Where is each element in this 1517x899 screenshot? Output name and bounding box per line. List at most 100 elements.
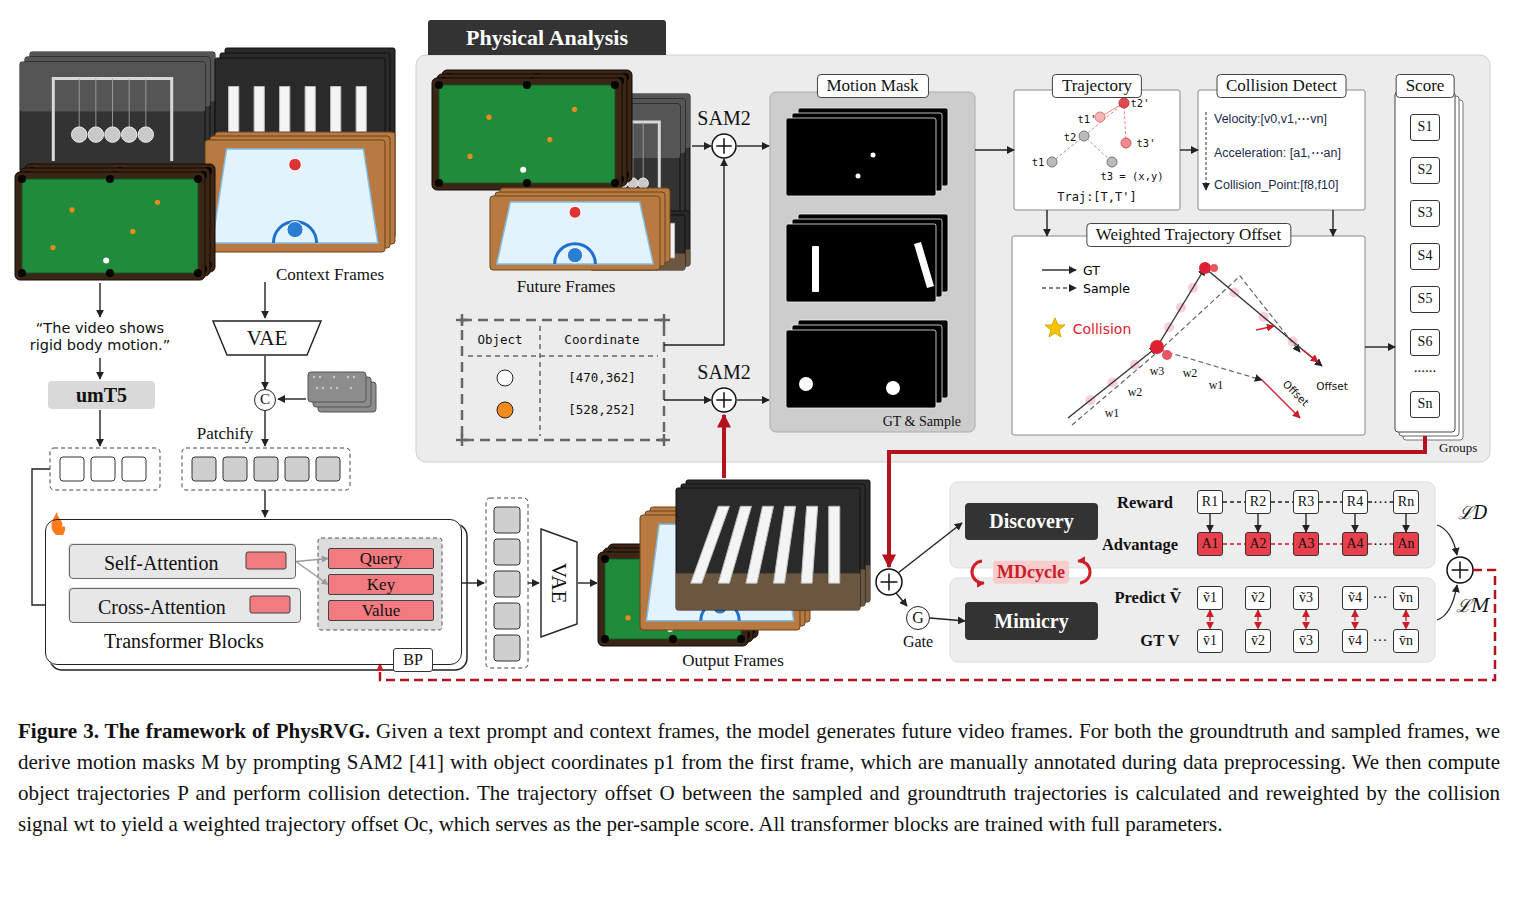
connector (1223, 543, 1245, 544)
connector (1209, 610, 1210, 629)
arrow (99, 358, 100, 379)
projection-box: Key (328, 574, 434, 595)
pool-ball (69, 207, 74, 212)
pool-ball (625, 615, 630, 620)
target-box: v̄n (1393, 629, 1419, 653)
advantage-box: An (1393, 532, 1419, 556)
node-title: S1 (1418, 119, 1433, 135)
cradle-string (112, 79, 113, 131)
noise-frame (308, 372, 366, 402)
pool-pocket (611, 179, 619, 187)
arrow (99, 283, 100, 317)
timeline-arrow (1206, 112, 1207, 190)
annotation-label: Offset (1280, 377, 1312, 409)
token-group (50, 448, 160, 490)
table-rule (468, 326, 658, 436)
node-title: Query (360, 549, 402, 569)
gt-trajectory (1157, 268, 1205, 347)
panel-box: Collision DetectVelocity:[v0,v1,⋯vn]Acce… (1198, 90, 1365, 210)
target-box: v̄3 (1293, 629, 1319, 653)
trapezoid-outline (541, 529, 577, 637)
annotation-label: t2 (1064, 131, 1077, 143)
pool-pocket (737, 635, 745, 643)
score-stack (1395, 92, 1455, 432)
cue-ball (520, 167, 526, 173)
connector (296, 559, 328, 562)
trajectory-point (1107, 157, 1117, 167)
panel-band: Motion MaskGT & SampleTrajectoryTraj:[T,… (416, 55, 1490, 462)
reward-box: R3 (1293, 490, 1319, 514)
node-title: Key (367, 575, 395, 595)
annotation-label: t2' (1131, 97, 1150, 109)
arrow (264, 490, 265, 517)
domino (774, 506, 796, 583)
output-token (494, 507, 520, 533)
sum-cross (881, 574, 898, 591)
loss-arrow (1437, 525, 1457, 555)
transformer-fill (45, 519, 462, 665)
panel-box: TrajectoryTraj:[T,T'] (1014, 90, 1180, 210)
arrow (692, 145, 711, 146)
node-title: An (1397, 536, 1414, 552)
mask-bar (812, 246, 819, 292)
advantage-box: A4 (1342, 532, 1368, 556)
connector (1405, 514, 1406, 532)
node-text: Groups (1439, 441, 1477, 456)
trapezoid-outline (213, 321, 321, 355)
legend-sample (1042, 287, 1076, 288)
hockey-goal (555, 244, 596, 264)
annotation-label: ℒD (1458, 503, 1487, 524)
node-text: Gate (903, 633, 933, 651)
pool-table-frame (20, 168, 210, 276)
connector (1319, 501, 1342, 502)
domino (718, 506, 751, 583)
annotation-label: Advantage (1102, 536, 1178, 555)
hockey-table (495, 192, 665, 266)
cradle-ball (88, 127, 103, 142)
annotation-label: w3 (1149, 365, 1166, 379)
node-title: Motion Mask (816, 74, 928, 98)
arrow (462, 582, 484, 583)
table-corner (456, 434, 468, 446)
panel-box: Weighted Trajectory Offset (1012, 236, 1365, 435)
object-marker (497, 402, 513, 418)
annotation-label: [528,252] (568, 403, 636, 417)
arrow (664, 399, 711, 400)
connector (1257, 514, 1258, 532)
node-title: v̄4 (1348, 633, 1362, 649)
node-title: S6 (1418, 334, 1433, 350)
connector-label: ··· (1372, 536, 1389, 553)
node-title: A1 (1201, 536, 1218, 552)
connector (1305, 610, 1306, 629)
node-title: v̄2 (1251, 633, 1265, 649)
connector (1271, 501, 1293, 502)
node-text: Acceleration: [a1,⋯an] (1214, 146, 1341, 160)
flame-icon (51, 512, 65, 535)
annotation-label: MDcycle (993, 561, 1069, 584)
trajectory-point (1121, 138, 1131, 148)
node-title: Transformer Blocks (104, 630, 264, 653)
trajectory-point (1095, 112, 1105, 122)
node-title: ṽ4 (1348, 590, 1362, 606)
node-text: Collision_Point:[f8,f10] (1214, 178, 1338, 192)
annotation-label: w1 (1208, 379, 1225, 393)
domino-scene (676, 488, 860, 610)
video-token (223, 457, 247, 481)
cradle-scene (20, 62, 205, 172)
annotation-label: Offset (1315, 380, 1349, 392)
hockey-table (490, 196, 660, 270)
annotation-label: Context Frames (276, 265, 384, 285)
reward-box: R4 (1342, 490, 1368, 514)
sum-circle (712, 388, 736, 412)
node-title: R1 (1202, 494, 1218, 510)
cradle-string (95, 79, 96, 131)
transformer-frame: Self-AttentionCross-AttentionQueryKeyVal… (45, 519, 462, 665)
noise-speck (313, 376, 315, 378)
annotation-label: Predict Ṽ (1114, 589, 1181, 608)
pool-felt (439, 85, 615, 183)
hockey-puck (569, 206, 581, 218)
domino (746, 506, 774, 583)
pool-pocket (669, 635, 677, 643)
cradle-ball (121, 127, 136, 142)
